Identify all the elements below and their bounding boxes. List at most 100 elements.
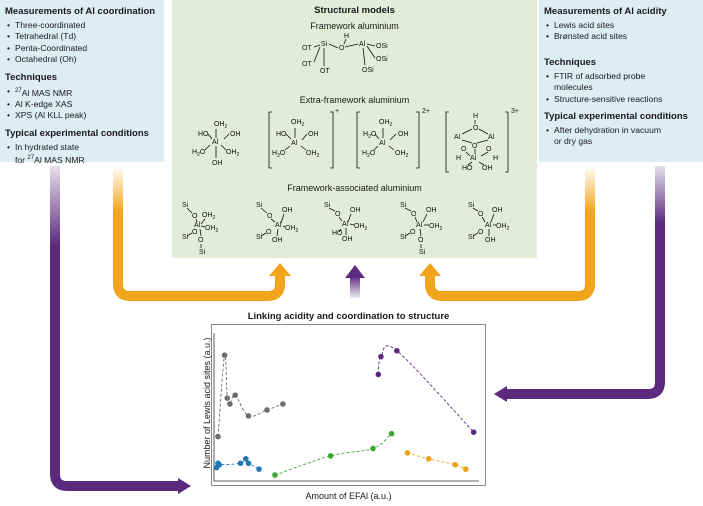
efal-cation-2: 2+ OH2 H2O OH Al H2O OH2 xyxy=(356,108,430,169)
extra-framework-label: Extra-framework aluminium xyxy=(299,95,410,105)
charge-label: 3+ xyxy=(511,108,519,115)
svg-text:Si: Si xyxy=(400,234,407,241)
data-point-3-0 xyxy=(404,450,411,456)
list-item: Three-coordinated xyxy=(5,20,164,32)
svg-text:HO: HO xyxy=(276,131,287,138)
svg-text:OH: OH xyxy=(230,131,241,138)
orange-arrow-left xyxy=(113,166,291,301)
technique-text: Al MAS NMR xyxy=(21,87,73,98)
techniques-list: FTIR of adsorbed probe molecules Structu… xyxy=(544,71,684,106)
svg-text:Si: Si xyxy=(324,202,331,209)
svg-text:OH: OH xyxy=(272,237,283,244)
data-point-1-3 xyxy=(237,460,244,467)
list-item: Penta-Coordinated xyxy=(5,43,164,55)
svg-text:Al: Al xyxy=(359,41,366,48)
efal-cation-1: + OH2 HO OH Al H2O OH2 xyxy=(268,108,339,169)
svg-text:Al: Al xyxy=(275,222,282,229)
svg-text:OH2: OH2 xyxy=(395,150,409,159)
list-item: Structure-sensitive reactions xyxy=(544,94,684,106)
data-point-0-4 xyxy=(232,392,238,398)
svg-text:Al: Al xyxy=(454,134,461,141)
condition-suffix: Al MAS NMR xyxy=(34,154,85,165)
series-line-2 xyxy=(274,433,392,476)
charge-label: 2+ xyxy=(422,108,430,115)
svg-text:Al: Al xyxy=(416,222,423,229)
svg-text:OH2: OH2 xyxy=(226,149,240,158)
data-point-3-3 xyxy=(462,466,469,472)
efal-cation-3: 3+ H O Al Al O O H O H Al HO OH xyxy=(445,108,519,173)
data-point-4-1 xyxy=(378,353,384,360)
data-point-1-4 xyxy=(243,456,249,462)
techniques-list: 27Al MAS NMR Al K-edge XAS XPS (Al KLL p… xyxy=(5,86,164,122)
condition-line: In hydrated state xyxy=(15,141,80,152)
chemical-structures: OT Si OT OT O H Al OSi OSi OSi OH2 HO OH… xyxy=(182,33,519,256)
svg-text:OH2: OH2 xyxy=(202,212,216,221)
list-item: Al K-edge XAS xyxy=(5,99,164,111)
svg-text:OH2: OH2 xyxy=(205,225,219,234)
fa-structure-4: Si O OH Al OH2 Si O O Si xyxy=(400,202,443,256)
coordination-panel: Measurements of Al coordination Three-co… xyxy=(0,0,164,165)
svg-text:OH: OH xyxy=(308,131,319,138)
svg-text:OT: OT xyxy=(302,61,312,68)
svg-text:Si: Si xyxy=(321,41,328,48)
svg-text:H2O: H2O xyxy=(192,149,206,158)
scatter-chart xyxy=(213,333,479,482)
fa-structure-2: Si O OH Al OH2 Si O OH xyxy=(256,202,299,244)
structural-models-panel: Structural models Framework aluminium Ex… xyxy=(172,0,537,258)
data-point-1-2 xyxy=(216,461,223,468)
svg-text:OH2: OH2 xyxy=(291,119,305,128)
svg-text:Al: Al xyxy=(291,140,298,147)
fa-structure-5: Si O OH Al OH2 Si O OH xyxy=(468,202,510,244)
conditions-list: After dehydration in vacuum or dry gas xyxy=(544,125,669,148)
coordination-list: Three-coordinated Tetrahedral (Td) Penta… xyxy=(5,20,164,66)
acidity-title: Measurements of Al acidity xyxy=(544,6,667,17)
svg-text:H: H xyxy=(493,155,498,162)
svg-text:OH: OH xyxy=(426,207,437,214)
svg-text:HO: HO xyxy=(198,131,209,138)
isotope-sup: 27 xyxy=(27,155,35,162)
condition-prefix: for xyxy=(15,154,28,165)
svg-text:Si: Si xyxy=(400,202,407,209)
svg-text:OT: OT xyxy=(302,45,312,52)
svg-text:OH2: OH2 xyxy=(306,150,320,159)
svg-text:HO: HO xyxy=(462,165,473,172)
svg-text:OH: OH xyxy=(350,207,361,214)
svg-text:O: O xyxy=(267,213,273,220)
svg-text:Si: Si xyxy=(468,202,475,209)
list-item: Brønsted acid sites xyxy=(544,31,703,43)
svg-text:O: O xyxy=(486,146,492,153)
conditions-title: Typical experimental conditions xyxy=(544,111,688,123)
purple-arrow-left xyxy=(50,166,191,494)
list-item: In hydrated state for 27Al MAS NMR xyxy=(5,142,164,167)
svg-text:OH2: OH2 xyxy=(429,223,443,232)
svg-text:H2O: H2O xyxy=(362,150,376,159)
svg-text:OH: OH xyxy=(398,131,409,138)
svg-text:OH: OH xyxy=(492,207,503,214)
svg-text:OSi: OSi xyxy=(362,67,374,74)
data-point-0-7 xyxy=(280,401,286,407)
conditions-title: Typical experimental conditions xyxy=(5,127,149,139)
svg-text:Al: Al xyxy=(485,222,492,229)
techniques-title: Techniques xyxy=(544,56,597,68)
svg-text:H2O: H2O xyxy=(272,150,286,159)
list-item: 27Al MAS NMR xyxy=(5,86,164,99)
svg-text:O: O xyxy=(472,143,478,150)
data-point-0-0 xyxy=(215,433,221,440)
svg-text:O: O xyxy=(192,229,198,236)
svg-text:OH: OH xyxy=(282,207,293,214)
svg-text:O: O xyxy=(192,213,198,220)
svg-text:Al: Al xyxy=(194,222,201,229)
fa-structure-3: Si O OH Al OH2 HO OH xyxy=(324,202,368,243)
data-point-2-1 xyxy=(327,453,334,459)
svg-text:O: O xyxy=(418,237,424,244)
framework-structure: OT Si OT OT O H Al OSi OSi OSi xyxy=(302,33,388,75)
purple-arrow-right xyxy=(494,166,665,402)
svg-text:O: O xyxy=(461,146,467,153)
data-point-4-2 xyxy=(394,347,400,354)
data-point-2-2 xyxy=(370,445,376,452)
svg-text:Al: Al xyxy=(212,139,219,146)
svg-text:O: O xyxy=(266,229,272,236)
data-point-2-3 xyxy=(388,430,395,437)
fa-structure-1: Si O OH2 Al OH2 Si O O Si xyxy=(182,202,219,256)
